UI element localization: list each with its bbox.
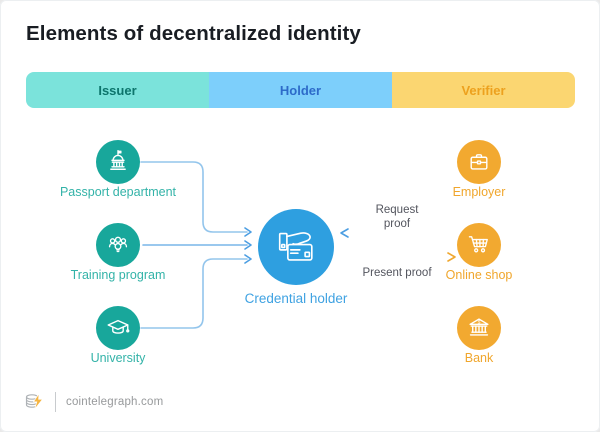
request-proof-label: Request proof xyxy=(375,204,419,230)
briefcase-icon xyxy=(466,149,492,175)
page-title: Elements of decentralized identity xyxy=(26,22,361,45)
issuer-circle xyxy=(96,223,140,267)
issuer-node-passport-department xyxy=(96,140,140,184)
present-proof-label: Present proof xyxy=(362,267,432,279)
verifier-label-bank: Bank xyxy=(464,351,494,365)
verifier-node-employer xyxy=(457,140,501,184)
issuer-circle xyxy=(96,140,140,184)
shopping-cart-icon xyxy=(466,232,492,258)
verifier-circle xyxy=(457,140,501,184)
verifier-circle: $ xyxy=(457,306,501,350)
role-band: Issuer Holder Verifier xyxy=(26,72,575,108)
government-building-icon xyxy=(105,149,131,175)
issuer-node-university xyxy=(96,306,140,350)
footer-divider xyxy=(55,392,56,412)
coin-lightning-icon xyxy=(22,390,46,414)
issuer-label-training-program: Training program xyxy=(70,268,166,282)
footer-brand: cointelegraph.com xyxy=(22,390,163,414)
holder-label-credential-holder: Credential holder xyxy=(244,291,348,306)
verifier-label-online-shop: Online shop xyxy=(445,268,513,282)
issuer-label-passport-department: Passport department xyxy=(59,185,177,199)
verifier-node-bank: $ xyxy=(457,306,501,350)
verifier-circle xyxy=(457,223,501,267)
verifier-label-employer: Employer xyxy=(452,185,506,199)
issuer-label-university: University xyxy=(90,351,146,365)
band-segment-verifier: Verifier xyxy=(392,72,575,108)
issuer-circle xyxy=(96,306,140,350)
holder-circle xyxy=(258,209,334,285)
bank-building-icon: $ xyxy=(466,315,492,341)
svg-text:$: $ xyxy=(478,320,481,326)
holder-node-credential-holder xyxy=(258,209,334,285)
verifier-node-online-shop xyxy=(457,223,501,267)
hand-holding-card-icon xyxy=(273,224,319,270)
band-segment-issuer: Issuer xyxy=(26,72,209,108)
band-segment-holder: Holder xyxy=(209,72,392,108)
people-group-icon xyxy=(105,232,131,258)
graduation-cap-icon xyxy=(105,315,131,341)
footer-site-url: cointelegraph.com xyxy=(66,396,164,408)
issuer-node-training-program xyxy=(96,223,140,267)
